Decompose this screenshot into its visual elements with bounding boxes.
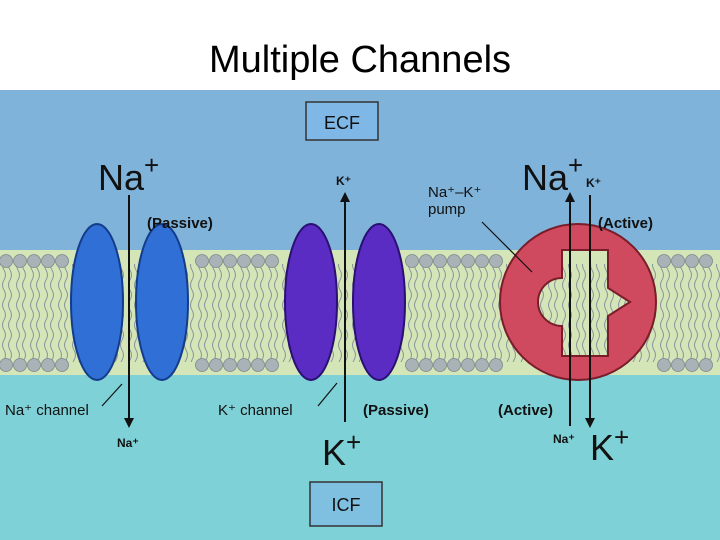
na-channel-leader [101, 383, 123, 407]
lipid-head [685, 254, 699, 268]
pump-mode-bottom: (Active) [498, 402, 553, 419]
lipid-head [55, 358, 69, 372]
lipid-heads-bottom [0, 358, 713, 372]
lipid-head [433, 254, 447, 268]
na-ion-top: Na+ [98, 150, 159, 198]
pump-label-line2: pump [428, 201, 466, 218]
pump-k-ion-top: K⁺ [586, 176, 601, 190]
k-ion-bottom: K+ [322, 427, 361, 473]
lipid-head [237, 358, 251, 372]
lipid-head [489, 254, 503, 268]
lipid-head [223, 358, 237, 372]
lipid-head [265, 358, 279, 372]
lipid-head [27, 358, 41, 372]
k-channel-right-subunit [352, 223, 406, 381]
pump-leader [481, 221, 533, 273]
lipid-head [699, 358, 713, 372]
lipid-head [195, 358, 209, 372]
lipid-head [699, 254, 713, 268]
pump-label: Na⁺–K⁺ pump [428, 184, 486, 218]
lipid-head [433, 358, 447, 372]
lipid-head [475, 358, 489, 372]
k-ion-top: K⁺ [336, 174, 351, 188]
lipid-head [265, 254, 279, 268]
lipid-head [27, 254, 41, 268]
lipid-head [447, 358, 461, 372]
lipid-head [489, 358, 503, 372]
ecf-label: ECF [324, 113, 360, 133]
lipid-head [13, 254, 27, 268]
lipid-head [405, 358, 419, 372]
membrane-diagram: ECF ICF Na+ (Passive) Na⁺ channel Na⁺ K⁺… [0, 90, 720, 540]
lipid-head [41, 358, 55, 372]
icf-box [309, 481, 383, 527]
lipid-heads-top [0, 254, 713, 268]
lipid-head [475, 254, 489, 268]
lipid-head [685, 358, 699, 372]
lipid-head [237, 254, 251, 268]
lipid-head [461, 254, 475, 268]
na-channel-right-subunit [135, 223, 189, 381]
lipid-head [419, 254, 433, 268]
icf-label: ICF [332, 495, 361, 515]
lipid-head [0, 358, 13, 372]
lipid-head [657, 358, 671, 372]
lipid-head [405, 254, 419, 268]
na-k-pump [499, 222, 657, 382]
lipid-head [195, 254, 209, 268]
k-channel-leader [317, 382, 338, 407]
lipid-head [419, 358, 433, 372]
pump-label-line1: Na⁺–K⁺ [428, 184, 481, 201]
na-ion-bottom: Na⁺ [117, 436, 139, 450]
pump-na-ion-bottom: Na⁺ [553, 432, 575, 446]
lipid-head [209, 358, 223, 372]
lipid-head [55, 254, 69, 268]
lipid-head [223, 254, 237, 268]
k-channel-mode: (Passive) [363, 402, 429, 419]
lipid-head [251, 358, 265, 372]
lipid-head [447, 254, 461, 268]
slide-title: Multiple Channels [208, 39, 512, 81]
lipid-head [251, 254, 265, 268]
k-channel-label: K⁺ channel [218, 402, 293, 419]
k-channel [284, 223, 406, 381]
pump-mode-top: (Active) [598, 215, 653, 232]
k-channel-left-subunit [284, 223, 338, 381]
na-channel [70, 223, 189, 381]
lipid-head [671, 358, 685, 372]
na-channel-left-subunit [70, 223, 124, 381]
lipid-head [671, 254, 685, 268]
pump-na-ion-top: Na+ [522, 150, 583, 198]
lipid-head [0, 254, 13, 268]
lipid-head [41, 254, 55, 268]
lipid-head [461, 358, 475, 372]
na-channel-mode: (Passive) [147, 215, 213, 232]
pump-k-ion-bottom: K+ [590, 422, 629, 468]
lipid-head [13, 358, 27, 372]
lipid-head [209, 254, 223, 268]
na-channel-label: Na⁺ channel [5, 402, 89, 419]
ecf-box [305, 101, 379, 141]
lipid-head [657, 254, 671, 268]
